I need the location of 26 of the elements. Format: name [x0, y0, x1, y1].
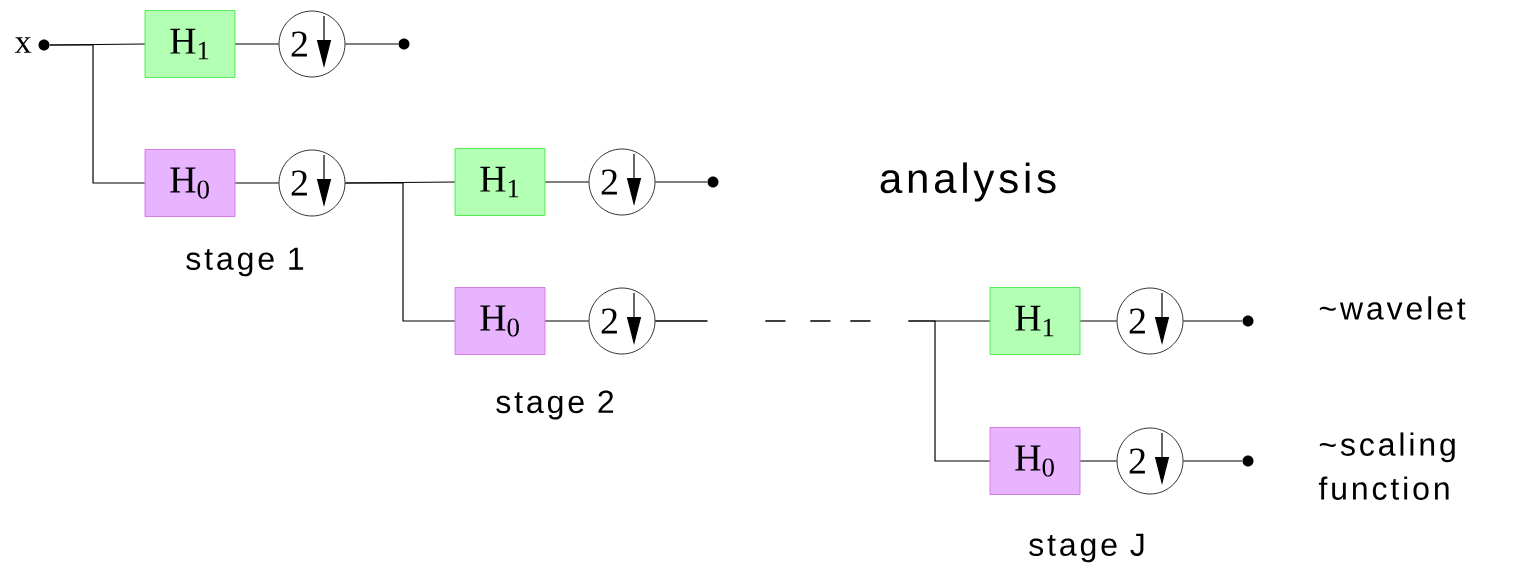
- connector-line: [654, 320, 991, 462]
- connector-line: [234, 182, 280, 184]
- connector-line: [344, 43, 399, 45]
- filter-box: H$_{0}$: [454, 287, 546, 355]
- filter-box: H$_{0}$: [989, 427, 1081, 495]
- connector-line: [1182, 460, 1243, 462]
- filter-box: H$_{1}$: [144, 10, 236, 78]
- connector-line: [344, 182, 456, 322]
- filter-box: H$_{1}$: [454, 148, 546, 216]
- stage-label: stage J: [1029, 533, 1144, 563]
- output-label: ~wavelet: [1319, 296, 1466, 320]
- filter-box: H$_{1}$: [989, 287, 1081, 355]
- filter-box: H$_{0}$: [144, 149, 236, 217]
- connector-line: [1182, 320, 1243, 322]
- connector-line: [234, 43, 280, 45]
- stage-label: stage 2: [496, 390, 614, 420]
- connector-line: [49, 44, 146, 184]
- connector-line: [1079, 320, 1118, 322]
- stage-label: stage 1: [186, 247, 304, 277]
- connector-line: [544, 320, 590, 322]
- heading: analysis: [880, 162, 1056, 202]
- input-label: x: [14, 37, 32, 53]
- output-label: ~scaling function: [1318, 432, 1455, 500]
- connector-line: [654, 181, 708, 183]
- connector-line: [544, 181, 590, 183]
- connector-line: [1079, 460, 1118, 462]
